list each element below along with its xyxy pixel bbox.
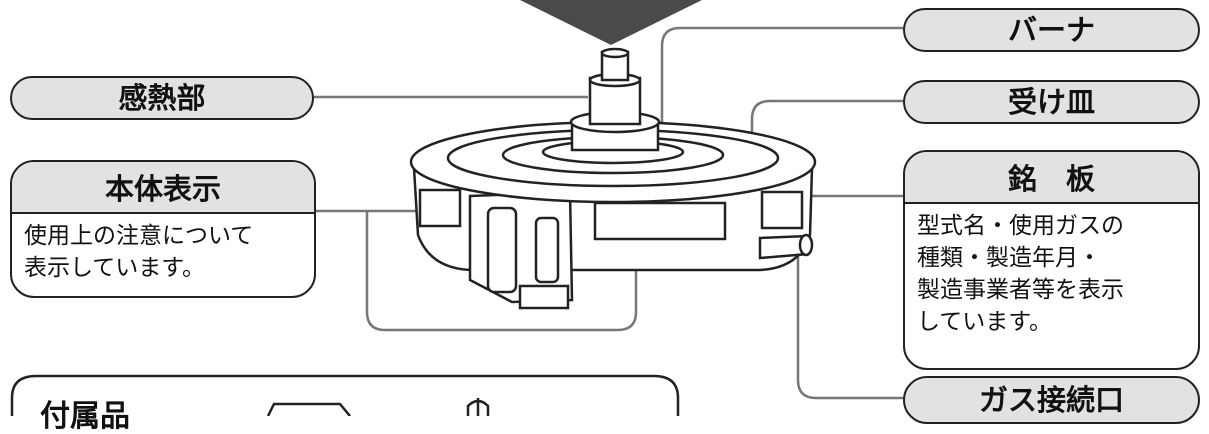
accessory-item-1 (266, 402, 351, 416)
leader-lines (312, 26, 905, 400)
leader-burner (660, 26, 905, 128)
label-gas-inlet: ガス接続口 (903, 376, 1200, 424)
accessories-title: 付属品 (40, 399, 130, 434)
accessory-item-2 (466, 398, 490, 416)
stove (409, 47, 817, 310)
gas-inlet-end (798, 233, 814, 257)
stove-label-center (593, 201, 727, 241)
stove-label-right (760, 190, 804, 230)
body-display-text: 使用上の注意について 表示しています。 (24, 223, 254, 281)
label-tray: 受け皿 (903, 80, 1200, 124)
nameplate-text: 型式名・使用ガスの 種類・製造年月・ 製造事業者等を表示 しています。 (917, 213, 1124, 335)
accessories-frame (10, 374, 680, 416)
leader-gas-inlet (796, 256, 905, 400)
stove-label-left (418, 188, 462, 228)
down-arrow (520, 0, 702, 45)
label-heat-sensor: 感熱部 (10, 76, 314, 120)
stove-knob-slot-2 (534, 216, 560, 284)
nameplate-box: 銘 板 型式名・使用ガスの 種類・製造年月・ 製造事業者等を表示 しています。 (903, 150, 1200, 370)
stove-base-foot (518, 284, 570, 310)
leader-body-display (315, 209, 638, 332)
body-display-title: 本体表示 (12, 162, 314, 214)
heat-sensor-tip-top (600, 47, 630, 59)
accessories-section (10, 374, 680, 416)
body-display-box: 本体表示 使用上の注意について 表示しています。 (10, 160, 316, 298)
stove-knob-slot-1 (486, 206, 518, 294)
leader-tray (750, 99, 905, 160)
label-burner: バーナ (903, 8, 1200, 52)
stove-diagram (10, 0, 905, 416)
nameplate-title: 銘 板 (905, 152, 1198, 204)
